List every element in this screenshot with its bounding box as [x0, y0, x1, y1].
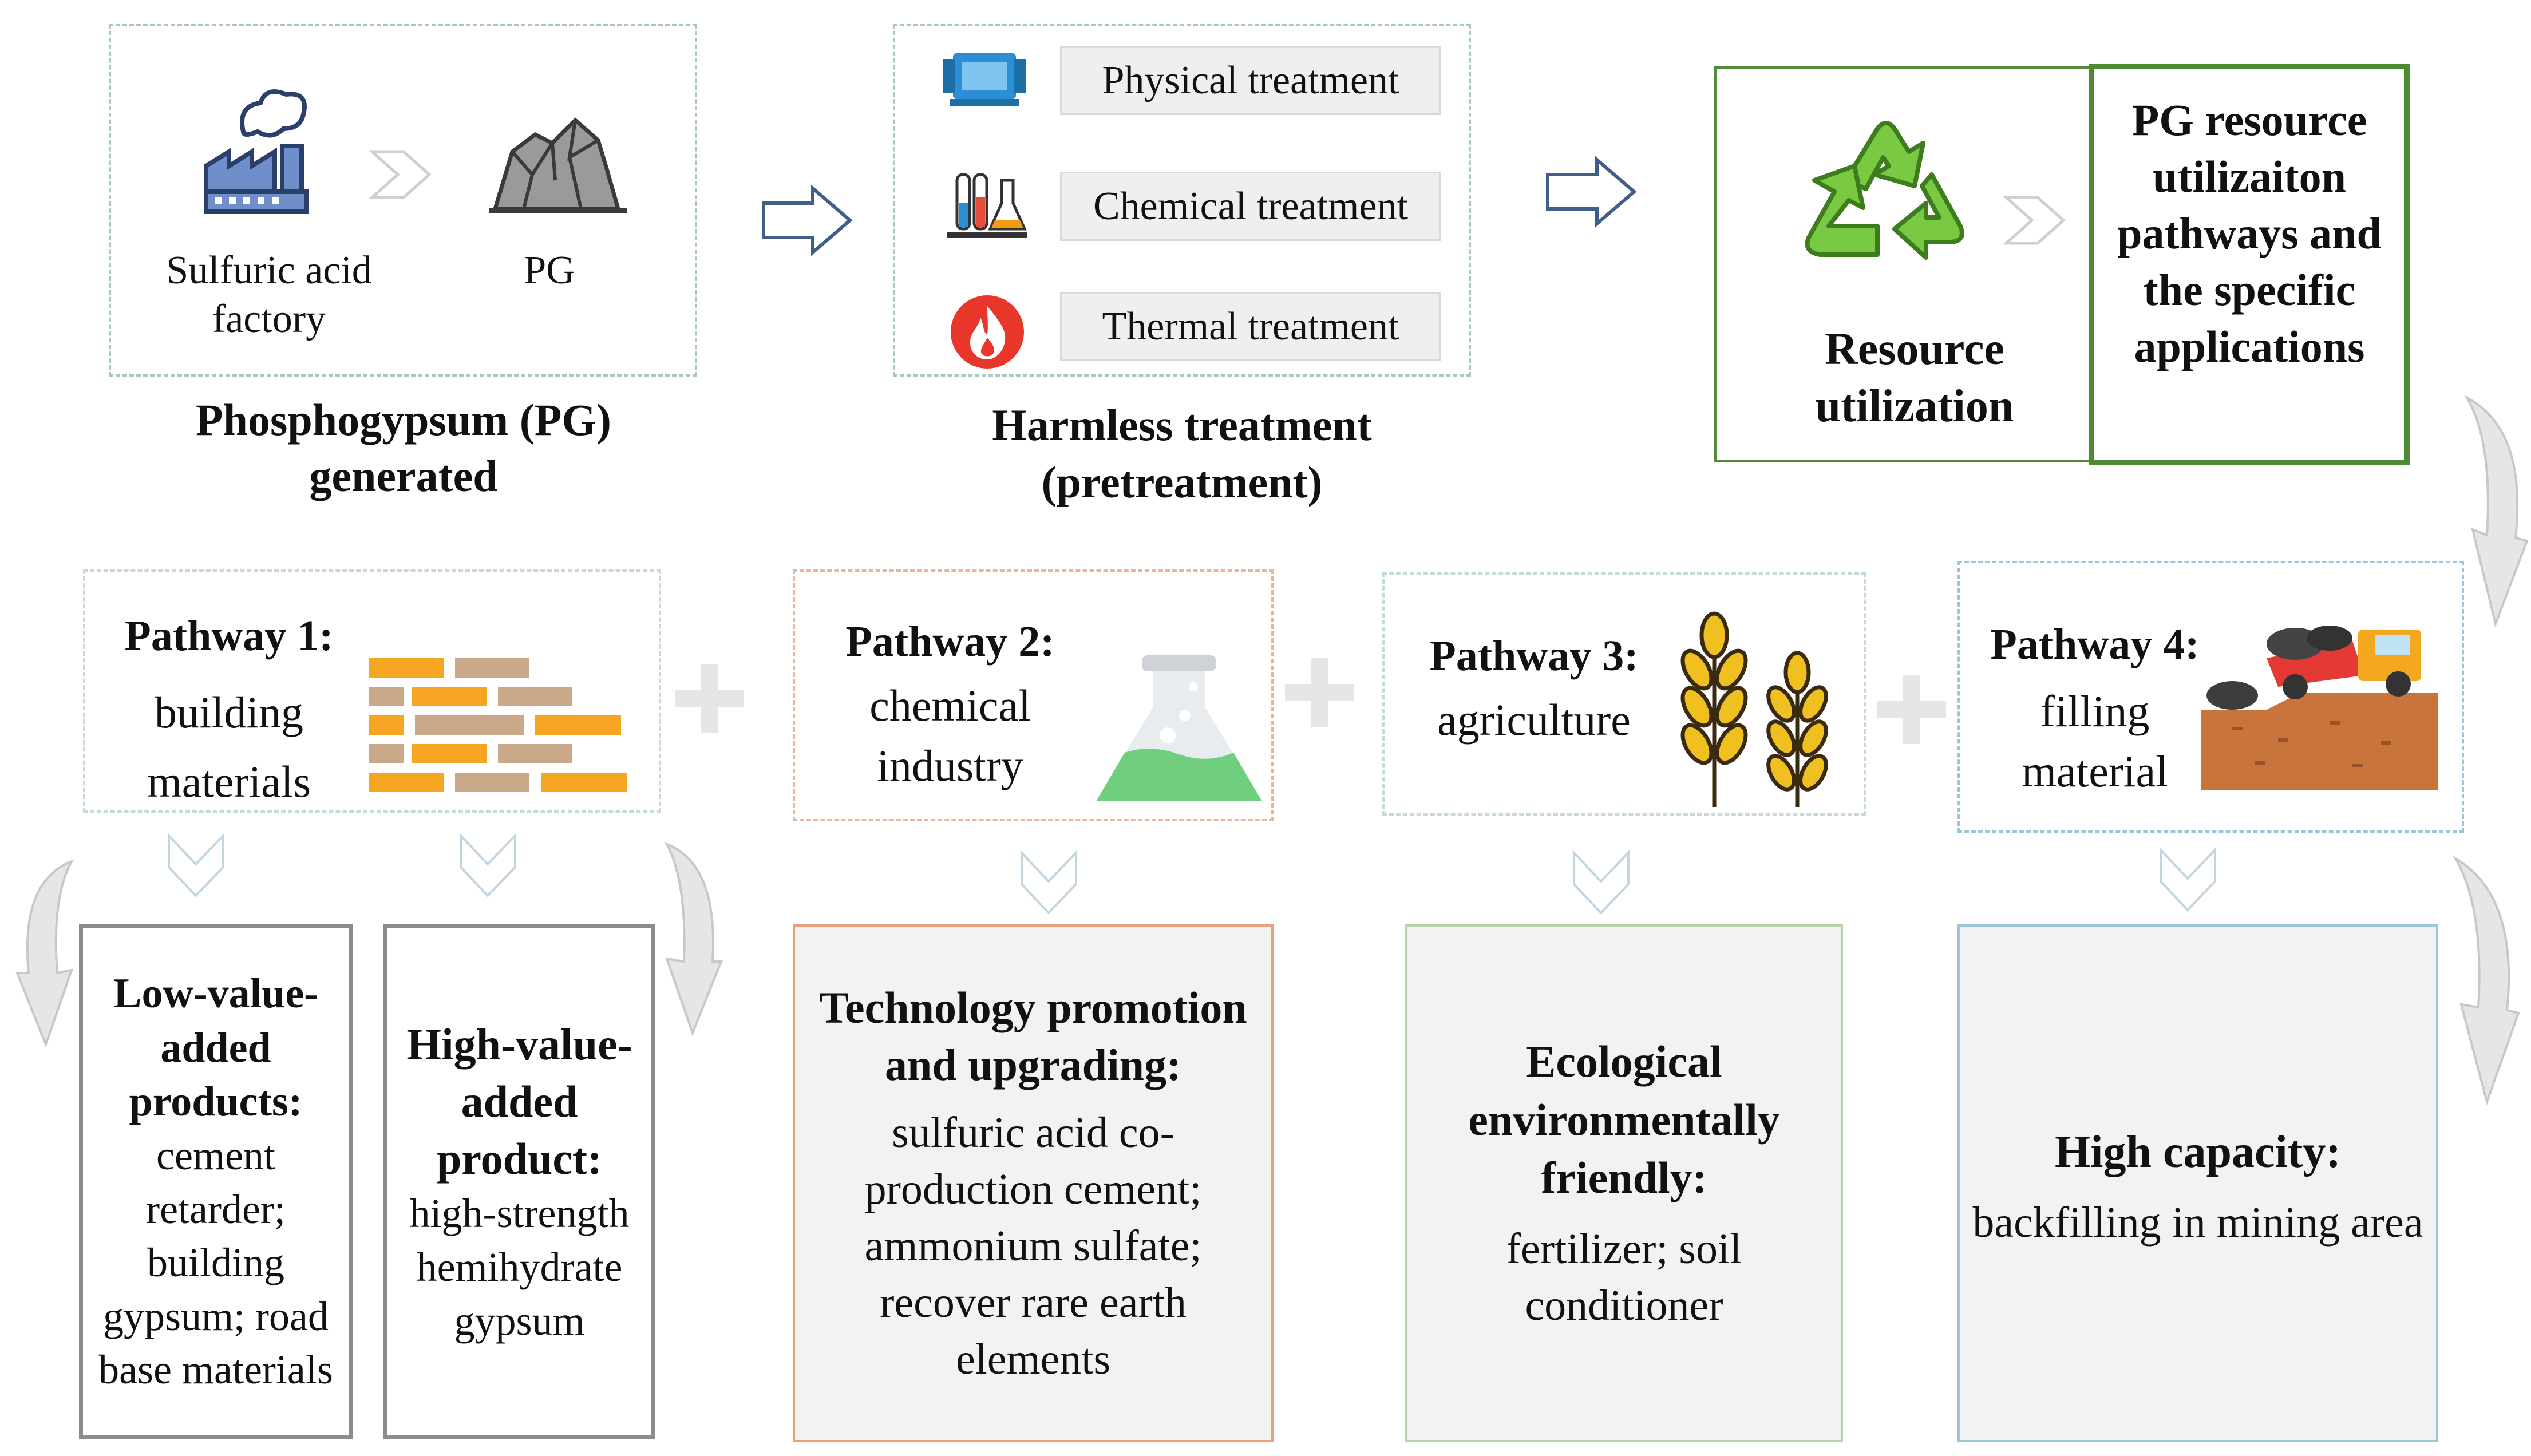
low-value-heading: Low-value-added products:	[113, 970, 318, 1126]
stage1-title: Phosphogypsum (PG) generated	[196, 395, 611, 501]
technology-heading: Technology promotion and upgrading:	[819, 982, 1247, 1090]
technology-card: Technology promotion and upgrading: sulf…	[793, 924, 1274, 1442]
pathway-1-heading: Pathway 1:	[124, 612, 334, 660]
pathway-3-name: agriculture	[1437, 695, 1631, 745]
pathway-2-name: chemical industry	[869, 680, 1031, 791]
ecological-card: Ecological environmentally friendly: fer…	[1405, 924, 1843, 1442]
curved-arrow-icon	[2453, 856, 2521, 1110]
factory-icon	[203, 89, 335, 215]
pathway-3-heading: Pathway 3:	[1429, 632, 1639, 680]
machine-icon	[939, 45, 1030, 113]
high-value-heading: High-value-added product:	[406, 1019, 632, 1184]
arrow-right-icon	[1545, 156, 1637, 229]
plus-icon	[675, 664, 744, 735]
technology-body: sulfuric acid co-production cement; ammo…	[864, 1109, 1202, 1383]
lab-glassware-icon	[944, 163, 1030, 243]
curved-arrow-icon	[15, 858, 74, 1050]
chevron-down-icon	[1573, 849, 1630, 919]
pg-generation-box	[109, 24, 697, 377]
curved-arrow-icon	[2461, 394, 2530, 638]
pathways-title: PG resource utilizaiton pathways and the…	[2117, 95, 2382, 372]
pathway-1-box	[83, 569, 661, 813]
dump-truck-icon	[2198, 618, 2438, 790]
stage2-title-line2: (pretreatment)	[1041, 457, 1323, 507]
curved-arrow-icon	[664, 841, 723, 1039]
ecological-heading: Ecological environmentally friendly:	[1468, 1036, 1780, 1202]
pg-label: PG	[524, 248, 575, 292]
wheat-icon	[1666, 610, 1843, 810]
chevron-down-icon	[2160, 846, 2216, 916]
low-value-body: cement retarder; building gypsum; road b…	[98, 1133, 333, 1393]
rock-pile-icon	[489, 117, 627, 215]
resource-utilization-label: Resource utilization	[1815, 324, 2014, 432]
pathways-title-box	[2089, 64, 2410, 465]
chevron-down-icon	[460, 832, 516, 901]
capacity-heading: High capacity:	[2055, 1127, 2341, 1178]
plus-icon	[1285, 658, 1354, 730]
arrow-right-icon	[761, 184, 853, 258]
treatment-physical: Physical treatment	[1060, 46, 1441, 115]
capacity-body: backfilling in mining area	[1972, 1198, 2423, 1247]
chevron-right-icon	[368, 150, 435, 200]
chevron-down-icon	[1021, 849, 1077, 919]
high-value-card: High-value-added product: high-strength …	[383, 924, 655, 1439]
pathway-4-box	[1957, 561, 2464, 833]
capacity-card: High capacity: backfilling in mining are…	[1957, 924, 2438, 1442]
flame-icon	[947, 292, 1027, 372]
ecological-body: fertilizer; soil conditioner	[1506, 1225, 1742, 1330]
chevron-right-icon	[2002, 196, 2069, 246]
factory-label: Sulfuric acid factory	[166, 248, 372, 342]
pathway-1-name: building materials	[147, 687, 311, 806]
chevron-down-icon	[168, 832, 224, 901]
treatment-box	[893, 24, 1471, 377]
pathway-2-heading: Pathway 2:	[845, 618, 1055, 666]
flask-icon	[1093, 652, 1265, 807]
pathway-2-box	[793, 569, 1274, 821]
recycle-icon	[1792, 112, 1980, 283]
brick-wall-icon	[369, 658, 627, 796]
high-value-body: high-strength hemihydrate gypsum	[409, 1190, 630, 1344]
treatment-chemical: Chemical treatment	[1060, 172, 1441, 241]
pathway-4-heading: Pathway 4:	[1990, 620, 2200, 668]
pathway-3-box	[1382, 572, 1866, 816]
plus-icon	[1877, 675, 1946, 747]
low-value-card: Low-value-added products: cement retarde…	[79, 924, 353, 1439]
pathway-4-name: filling material	[2022, 686, 2168, 797]
stage2-title-line1: Harmless treatment	[992, 400, 1372, 450]
treatment-thermal: Thermal treatment	[1060, 292, 1441, 361]
